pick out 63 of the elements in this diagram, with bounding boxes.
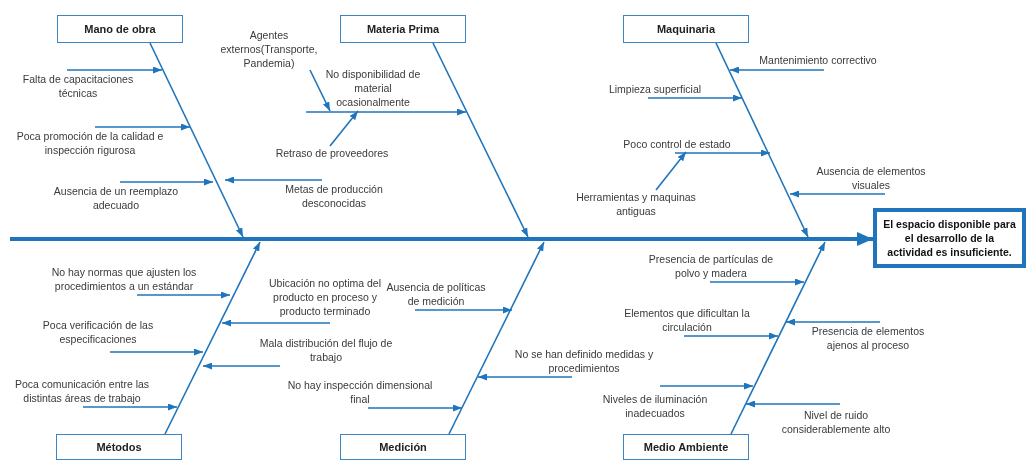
arrow: [785, 318, 881, 326]
cause-label: Limpieza superficial: [596, 82, 714, 96]
cause-label: Retraso de proveedores: [262, 146, 402, 160]
arrow: [202, 362, 281, 370]
arrow: [730, 241, 826, 435]
category-box: Medición: [340, 434, 466, 460]
arrow: [477, 373, 573, 381]
arrow: [94, 123, 191, 131]
category-box: Mano de obra: [57, 15, 183, 43]
cause-label: Poca comunicación entre las distintas áreas de trabajo: [4, 377, 160, 405]
arrow: [655, 151, 687, 191]
arrow: [164, 241, 261, 435]
category-box: Maquinaria: [623, 15, 749, 43]
cause-label: Niveles de iluminación inadecuados: [590, 392, 720, 420]
category-box: Materia Prima: [340, 15, 466, 43]
arrow: [309, 69, 331, 112]
cause-label: Agentes externos(Transporte, Pandemia): [206, 28, 332, 70]
cause-label: Mala distribución del flujo de trabajo: [258, 336, 394, 364]
cause-label: Ausencia de políticas de medición: [382, 280, 490, 308]
category-box: Medio Ambiente: [623, 434, 749, 460]
arrow: [674, 149, 771, 157]
arrow: [647, 94, 743, 102]
cause-label: Poco control de estado: [606, 137, 748, 151]
cause-label: Presencia de partículas de polvo y madera: [636, 252, 786, 280]
arrow: [367, 404, 463, 412]
arrow: [149, 42, 244, 238]
arrow: [305, 108, 467, 116]
arrow: [221, 319, 331, 327]
arrow: [715, 42, 809, 238]
arrow: [109, 348, 204, 356]
arrow: [789, 190, 886, 198]
cause-label: Ausencia de elementos visuales: [806, 164, 936, 192]
cause-label: Poca verificación de las especificaciones: [30, 318, 166, 346]
arrow: [432, 42, 529, 238]
cause-label: Presencia de elementos ajenos al proceso: [800, 324, 936, 352]
arrow: [10, 232, 873, 246]
arrow: [448, 241, 545, 435]
arrow: [66, 66, 163, 74]
cause-label: No hay normas que ajusten los procedimientos a un estándar: [34, 265, 214, 293]
cause-label: Ausencia de un reemplazo adecuado: [40, 184, 192, 212]
arrow: [224, 176, 323, 184]
effect-box: El espacio disponible para el desarrollo de la actividad es insuficiente.: [873, 208, 1026, 268]
arrow: [745, 400, 841, 408]
cause-label: Herramientas y maquinas antiguas: [566, 190, 706, 218]
arrow: [414, 306, 513, 314]
cause-label: Elementos que dificultan la circulación: [620, 306, 754, 334]
cause-label: No se han definido medidas y procedimientos: [500, 347, 668, 375]
cause-label: No disponibilidad de material ocasionalmente: [318, 67, 428, 109]
arrow: [683, 332, 779, 340]
cause-label: Mantenimiento correctivo: [748, 53, 888, 67]
arrow: [329, 110, 359, 147]
arrow: [136, 291, 231, 299]
cause-label: Poca promoción de la calidad e inspección rigurosa: [8, 129, 172, 157]
cause-label: Nivel de ruido considerablemente alto: [776, 408, 896, 436]
arrow: [659, 382, 754, 390]
cause-label: Falta de capacitaciones técnicas: [10, 72, 146, 100]
arrow: [119, 178, 214, 186]
cause-label: Metas de producción desconocidas: [284, 182, 384, 210]
category-box: Métodos: [56, 434, 182, 460]
arrow: [729, 66, 825, 74]
arrow: [82, 403, 178, 411]
cause-label: No hay inspección dimensional final: [282, 378, 438, 406]
arrow: [709, 278, 805, 286]
